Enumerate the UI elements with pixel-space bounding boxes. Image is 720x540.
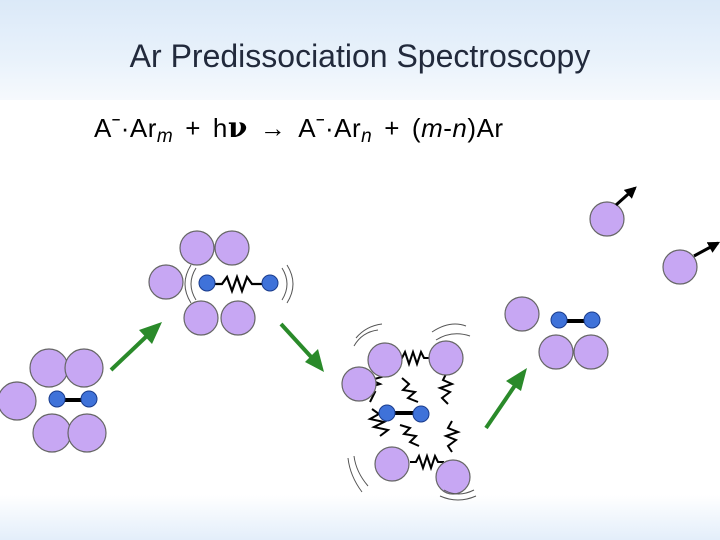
product-cluster (504, 296, 609, 370)
argon-atom (0, 381, 37, 421)
vibration-arcs (439, 489, 477, 501)
vibration-arcs (281, 264, 294, 304)
eq-paren-close: ) (467, 113, 477, 143)
anion-atom (80, 390, 98, 408)
argon-atom (573, 334, 609, 370)
eq-paren-open: ( (411, 113, 422, 143)
anion-atom (412, 405, 430, 423)
argon-atom (504, 296, 540, 332)
anion-atom (583, 311, 601, 329)
vibrating-bond (211, 273, 268, 295)
argon-atom (589, 201, 625, 237)
eq-subscript-m: m (156, 126, 174, 147)
argon-atom (220, 300, 256, 336)
reaction-equation: A–·Arm+hν→A–·Arn+(m-n)Ar (94, 111, 504, 148)
argon-atom (435, 459, 471, 495)
eq-plus-2: + (384, 113, 400, 143)
eq-m: m (421, 113, 444, 143)
argon-atom (179, 230, 215, 266)
argon-atom (32, 413, 72, 453)
spring (399, 424, 420, 447)
eq-anion-2: A (298, 113, 317, 143)
vibration-arcs (347, 455, 369, 493)
argon-atom (428, 340, 464, 376)
anion-atom (261, 274, 279, 292)
velocity-arrow (693, 241, 720, 258)
argon-atom (374, 446, 410, 482)
departing-argon (589, 186, 720, 285)
excited-cluster (148, 230, 294, 336)
argon-atom (148, 264, 184, 300)
eq-n: n (452, 113, 468, 143)
eq-subscript-n: n (361, 126, 373, 147)
vibration-arcs (353, 323, 383, 347)
eq-anion: A (94, 113, 112, 143)
eq-plus: + (185, 113, 201, 143)
spring (437, 371, 455, 405)
spring (392, 348, 432, 368)
eq-dot-argon: ·Ar (120, 113, 157, 143)
relaxation-arrow (279, 322, 324, 372)
header-band (0, 0, 720, 100)
slide-title: Ar Predissociation Spectroscopy (129, 38, 591, 74)
eq-argon: Ar (476, 113, 504, 143)
evaporation-arrow (484, 368, 527, 430)
argon-atom (29, 348, 69, 388)
cold-cluster (0, 348, 107, 453)
eq-nu: ν (227, 111, 248, 144)
vibration-arcs (431, 323, 471, 341)
argon-atom (183, 300, 219, 336)
eq-charge: – (111, 111, 121, 128)
argon-atom (341, 366, 377, 402)
anion-atom (550, 311, 568, 329)
vibration-arcs (184, 264, 197, 304)
eq-arrow: → (259, 113, 287, 143)
spring (400, 377, 419, 403)
excitation-arrow (109, 322, 162, 372)
anion-atom (48, 390, 66, 408)
footer-band (0, 495, 720, 540)
argon-atom (64, 348, 104, 388)
spring (410, 452, 444, 472)
velocity-arrow (614, 186, 637, 207)
spring (443, 420, 461, 453)
argon-atom (662, 249, 698, 285)
hot-cluster (341, 323, 477, 501)
argon-atom (367, 342, 403, 378)
anion-atom (198, 274, 216, 292)
eq-planck-h: h (212, 113, 228, 143)
argon-atom (538, 334, 574, 370)
eq-dot-argon-2: ·Ar (324, 113, 362, 143)
argon-atom (214, 230, 250, 266)
argon-atom (67, 413, 107, 453)
anion-atom (378, 404, 396, 422)
eq-dash: - (443, 113, 453, 143)
eq-charge-2: – (316, 111, 325, 128)
